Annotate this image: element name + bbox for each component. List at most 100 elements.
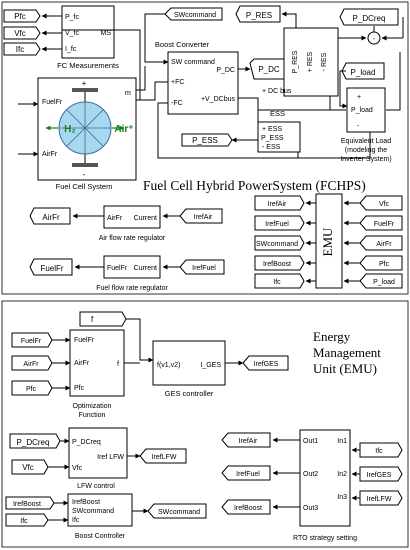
fuel-reg-label: Fuel flow rate regulator <box>96 285 168 292</box>
tag-airfr: AirFr <box>29 207 71 225</box>
optimization-function-block[interactable]: FuelFr AirFr Pfc f <box>69 329 125 397</box>
ges-out: I_GES <box>200 362 221 369</box>
air-reg-in: AirFr <box>107 215 123 222</box>
tag-p-res-top: P_RES <box>235 5 281 23</box>
ess-block[interactable]: + ESS P_ESS - ESS <box>257 121 301 153</box>
lfw-control-block[interactable]: P_DCreq Vfc Iref LFW <box>68 427 128 479</box>
tag-pfc: Pfc <box>3 9 41 23</box>
ess-minus: - ESS <box>262 144 281 151</box>
fcs-bottom-electrode <box>72 163 98 167</box>
emu-out-tag-0-label: IrefAir <box>268 201 287 208</box>
tag-p-load-top-label: P_load <box>351 68 376 77</box>
emu-out-tag-3-label: IrefBoost <box>263 261 291 268</box>
ges-fn: f(v1,v2) <box>157 362 180 369</box>
rto-in3: In3 <box>337 494 347 501</box>
rto-out-tag-2: IrefBoost <box>221 499 271 515</box>
tag-irefair-top-label: IrefAir <box>194 214 213 221</box>
res-block[interactable]: P_RES + RES - RES <box>283 27 339 97</box>
rto-in-tag-0: Ifc <box>359 442 403 458</box>
fchps-title: Fuel Cell Hybrid PowerSystem (FCHPS) <box>143 178 366 193</box>
rto-in2: In2 <box>337 471 347 478</box>
rto-in-tag-2: IrefLFW <box>359 490 403 506</box>
emu-in-tag-2: AirFr <box>359 235 403 251</box>
equivalent-load-block[interactable]: + P_load - <box>346 87 386 133</box>
lfw-port-out: Iref LFW <box>97 454 124 461</box>
emu-out-tag-0: IrefAir <box>254 195 305 211</box>
opt-label1: Optimization <box>73 403 112 410</box>
lfw-label: LFW control <box>77 483 115 490</box>
emu-heading-line3: Unit (EMU) <box>313 361 377 376</box>
tag-sw-label: SWcommand <box>174 12 216 19</box>
air-flow-regulator-block[interactable]: AirFr Current <box>103 205 161 229</box>
emu-heading-line1: Energy <box>313 329 351 344</box>
emu-subsystem-block[interactable]: EMU <box>315 193 343 289</box>
emu-in-tag-1: FuelFr <box>359 215 403 231</box>
tag-p-ess-label: P_ESS <box>192 136 218 145</box>
rto-out-tag-1-label: IrefFuel <box>236 471 260 478</box>
emu-block-label: EMU <box>320 227 335 257</box>
fuel-flow-regulator-block[interactable]: FuelFr Current <box>103 255 161 279</box>
ess-label: ESS <box>270 109 285 118</box>
dc-bus-label: + DC bus <box>262 88 292 95</box>
tag-f-label: f <box>91 315 94 324</box>
tag-vfc: Vfc <box>3 26 41 40</box>
load-pload: P_load <box>351 107 373 114</box>
load-label3: Inverter System) <box>340 156 391 163</box>
fc-measurements-block[interactable]: P_fc V_fc I_fc MS <box>61 5 115 59</box>
rto-in-tag-0-label: Ifc <box>375 448 383 455</box>
fcs-air-plus: Air⁺ <box>114 124 133 135</box>
tag-p-dcreq-top-label: P_DCreq <box>353 14 386 23</box>
rto-out-tag-0: IrefAir <box>221 432 271 448</box>
emu-out-tag-1: IrefFuel <box>254 215 305 231</box>
tag-p-dcreq-bottom: P_DCreq <box>9 433 61 449</box>
tag-vfc-label: Vfc <box>14 29 26 38</box>
emu-in-tag-4-label: P_load <box>373 279 395 286</box>
rto-out3: Out3 <box>303 505 318 512</box>
opt-in-tag-0-label: FuelFr <box>21 338 42 345</box>
tag-vfc-bottom: Vfc <box>11 459 49 475</box>
tag-irefair-top: IrefAir <box>179 208 223 224</box>
tag-ifc: Ifc <box>3 42 41 56</box>
fcs-minus-terminal: - <box>83 170 86 179</box>
rto-out-tag-1: IrefFuel <box>221 465 271 481</box>
opt-in-tag-2-label: Pfc <box>26 386 37 393</box>
rto-out2: Out2 <box>303 471 318 478</box>
boost-controller-block[interactable]: IrefBoost SWcommand Ifc <box>67 493 133 527</box>
fcm-ifc: I_fc <box>65 46 77 53</box>
rto-in-tag-1-label: IrefGES <box>367 472 392 479</box>
fcm-vfc: V_fc <box>65 30 80 37</box>
tag-irefboost-bottom-label: IrefBoost <box>13 501 41 508</box>
emu-in-tag-3-label: Pfc <box>379 261 390 268</box>
tag-swcommand-in: SWcommand <box>164 7 223 21</box>
ges-label: GES controller <box>165 389 214 398</box>
fcs-airfr: AirFr <box>42 151 58 158</box>
opt-label2: Function <box>79 412 106 419</box>
boost-pdc: P_DC <box>216 67 235 74</box>
fuel-cell-system-block[interactable]: FuelFr AirFr m + - H₂ Air⁺ <box>37 77 137 181</box>
tag-ireflfw-out: IrefLFW <box>139 448 187 464</box>
emu-in-tag-3: Pfc <box>359 255 403 271</box>
emu-in-tag-4: P_load <box>359 273 403 289</box>
boost-converter-block[interactable]: SW command +FC -FC P_DC +V_DCbus <box>167 51 239 115</box>
emu-out-tag-3: IrefBoost <box>254 255 305 271</box>
fuel-reg-in: FuelFr <box>107 265 128 272</box>
boost-pfc: +FC <box>171 79 184 86</box>
ess-plus: + ESS <box>262 126 282 133</box>
emu-in-tag-2-label: AirFr <box>376 241 392 248</box>
rto-out-tag-2-label: IrefBoost <box>234 505 262 512</box>
fcs-m: m <box>125 90 131 97</box>
rto-strategy-block[interactable]: Out1 Out2 Out3 In1 In2 In3 <box>299 429 351 527</box>
rto-label: RTO strategy setting <box>293 535 357 542</box>
boost-vdc: +V_DCbus <box>201 96 236 103</box>
opt-port-airfr: AirFr <box>74 360 90 367</box>
boost-converter-label: Boost Converter <box>155 40 210 49</box>
tag-ireffuel-top: IrefFuel <box>179 259 225 275</box>
rto-out1: Out1 <box>303 438 318 445</box>
ges-controller-block[interactable]: f(v1,v2) I_GES <box>152 340 226 386</box>
tag-swcommand-out-label: SWcommand <box>158 509 200 516</box>
tag-swcommand-out: SWcommand <box>147 503 207 519</box>
fcm-pfc: P_fc <box>65 14 80 21</box>
